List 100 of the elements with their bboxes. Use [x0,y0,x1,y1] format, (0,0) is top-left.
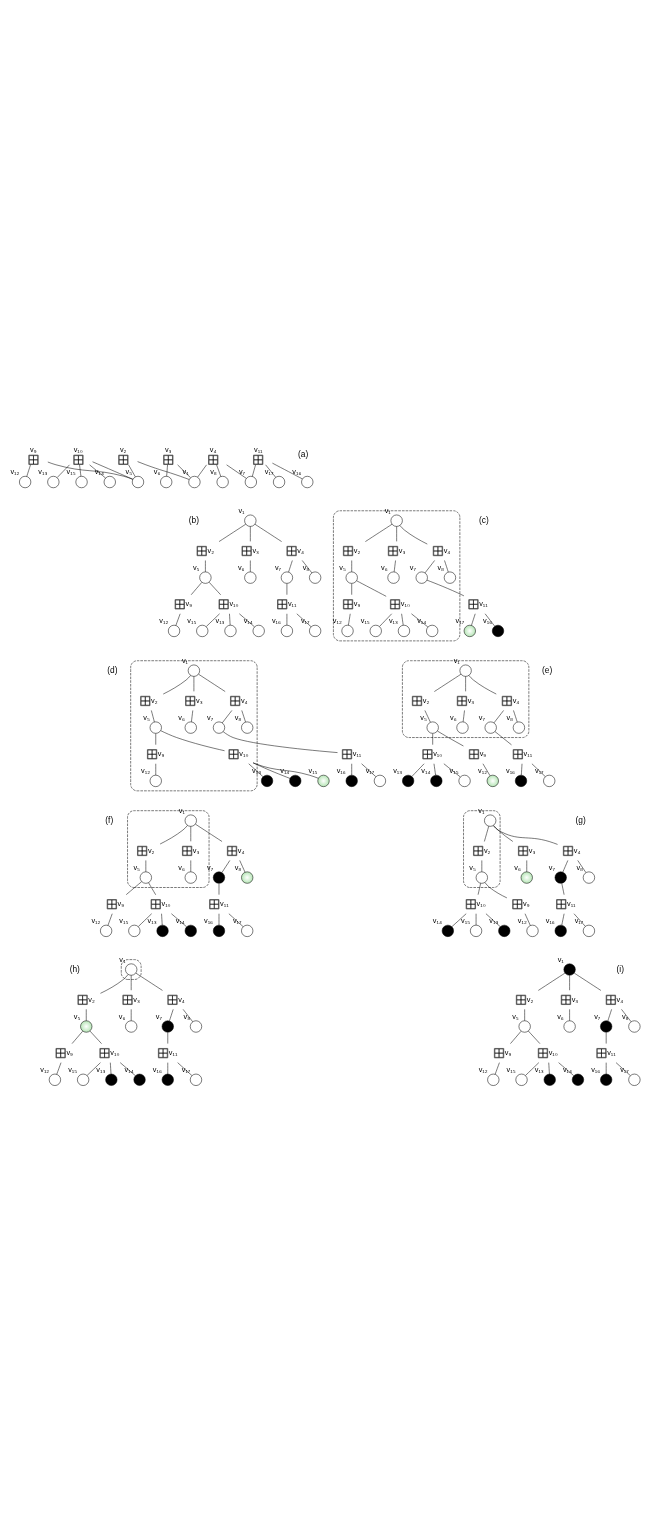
node-circle [443,571,456,584]
connector [89,464,106,478]
connector [607,1008,612,1021]
node-circle [252,624,265,637]
node-circle [190,1020,202,1032]
node-circle [213,871,225,884]
node-circle [397,624,410,637]
node-circle [139,871,152,884]
node-circle [161,1073,174,1086]
node-circle [103,475,116,488]
node-circle [241,924,254,937]
node-circle [459,664,472,677]
node-circle [520,871,533,884]
node-circle [345,571,358,584]
node-circle [213,924,225,937]
node-circle [216,475,229,488]
node-circle [526,924,539,937]
node-circle [188,475,201,488]
node-circle [47,475,60,488]
node-circle [187,664,200,677]
node-circle [19,475,32,488]
node-circle [199,571,212,584]
node-circle [105,1073,118,1086]
connector [561,882,565,895]
node-circle [518,1020,531,1032]
connector [558,1061,575,1076]
node-circle [426,624,439,637]
node-circle [463,624,476,637]
node-circle [190,1073,202,1086]
node-circle [244,475,257,488]
node-circle [484,814,497,827]
connector [574,972,602,991]
node-circle [244,571,257,584]
connector [432,732,433,745]
node-circle [456,721,469,734]
node-circle [515,1073,528,1086]
connector [26,464,31,477]
connector [561,912,565,925]
node-circle [543,774,556,787]
connector [605,1031,607,1044]
node-circle [369,624,382,637]
cluster [121,958,142,980]
node-circle [196,624,209,637]
node-circle [390,514,403,527]
label: (a) [298,448,309,459]
connector [216,464,222,477]
node-circle [289,774,302,787]
node-circle [48,1073,61,1086]
node-circle [241,721,254,734]
connector [484,881,508,898]
connector [161,912,163,925]
connector [221,859,231,873]
connector [218,882,220,895]
connector [166,464,168,476]
connector [167,1061,169,1074]
node-circle [470,924,483,937]
connector [493,824,514,842]
node-circle [309,624,322,637]
node-circle [309,571,322,584]
connector [128,464,136,477]
node-circle [224,624,237,637]
node-circle [582,871,595,884]
connector [252,762,319,779]
node-circle [317,774,330,787]
connector [110,1061,112,1074]
connector [451,912,467,927]
node-circle [213,721,225,734]
node-circle [515,774,527,787]
connector [79,464,82,476]
node-circle [244,514,257,527]
node-circle [341,624,354,637]
node-circle [487,1073,500,1086]
connector [171,912,187,927]
node-circle [241,871,254,884]
node-circle [628,1073,641,1086]
node-circle [458,774,471,787]
node-circle [100,924,113,937]
node-circle [301,475,314,488]
node-circle [441,924,454,937]
connector [125,880,142,895]
node-circle [498,924,511,937]
connector [119,1061,136,1076]
node-circle [373,774,386,787]
node-circle [563,963,576,976]
node-circle [280,571,293,584]
node-circle [571,1073,584,1086]
node-circle [160,475,173,488]
label: (h) [69,963,80,974]
node-circle [345,774,358,787]
node-circle [133,1073,146,1086]
connector [252,464,256,477]
connector [493,824,558,845]
connector [169,1008,174,1021]
connector [521,763,523,775]
node-circle [125,1020,138,1032]
node-circle [184,721,197,734]
connector [47,461,134,480]
node-circle [492,624,504,637]
node-circle [628,1020,641,1032]
node-circle [430,774,443,787]
